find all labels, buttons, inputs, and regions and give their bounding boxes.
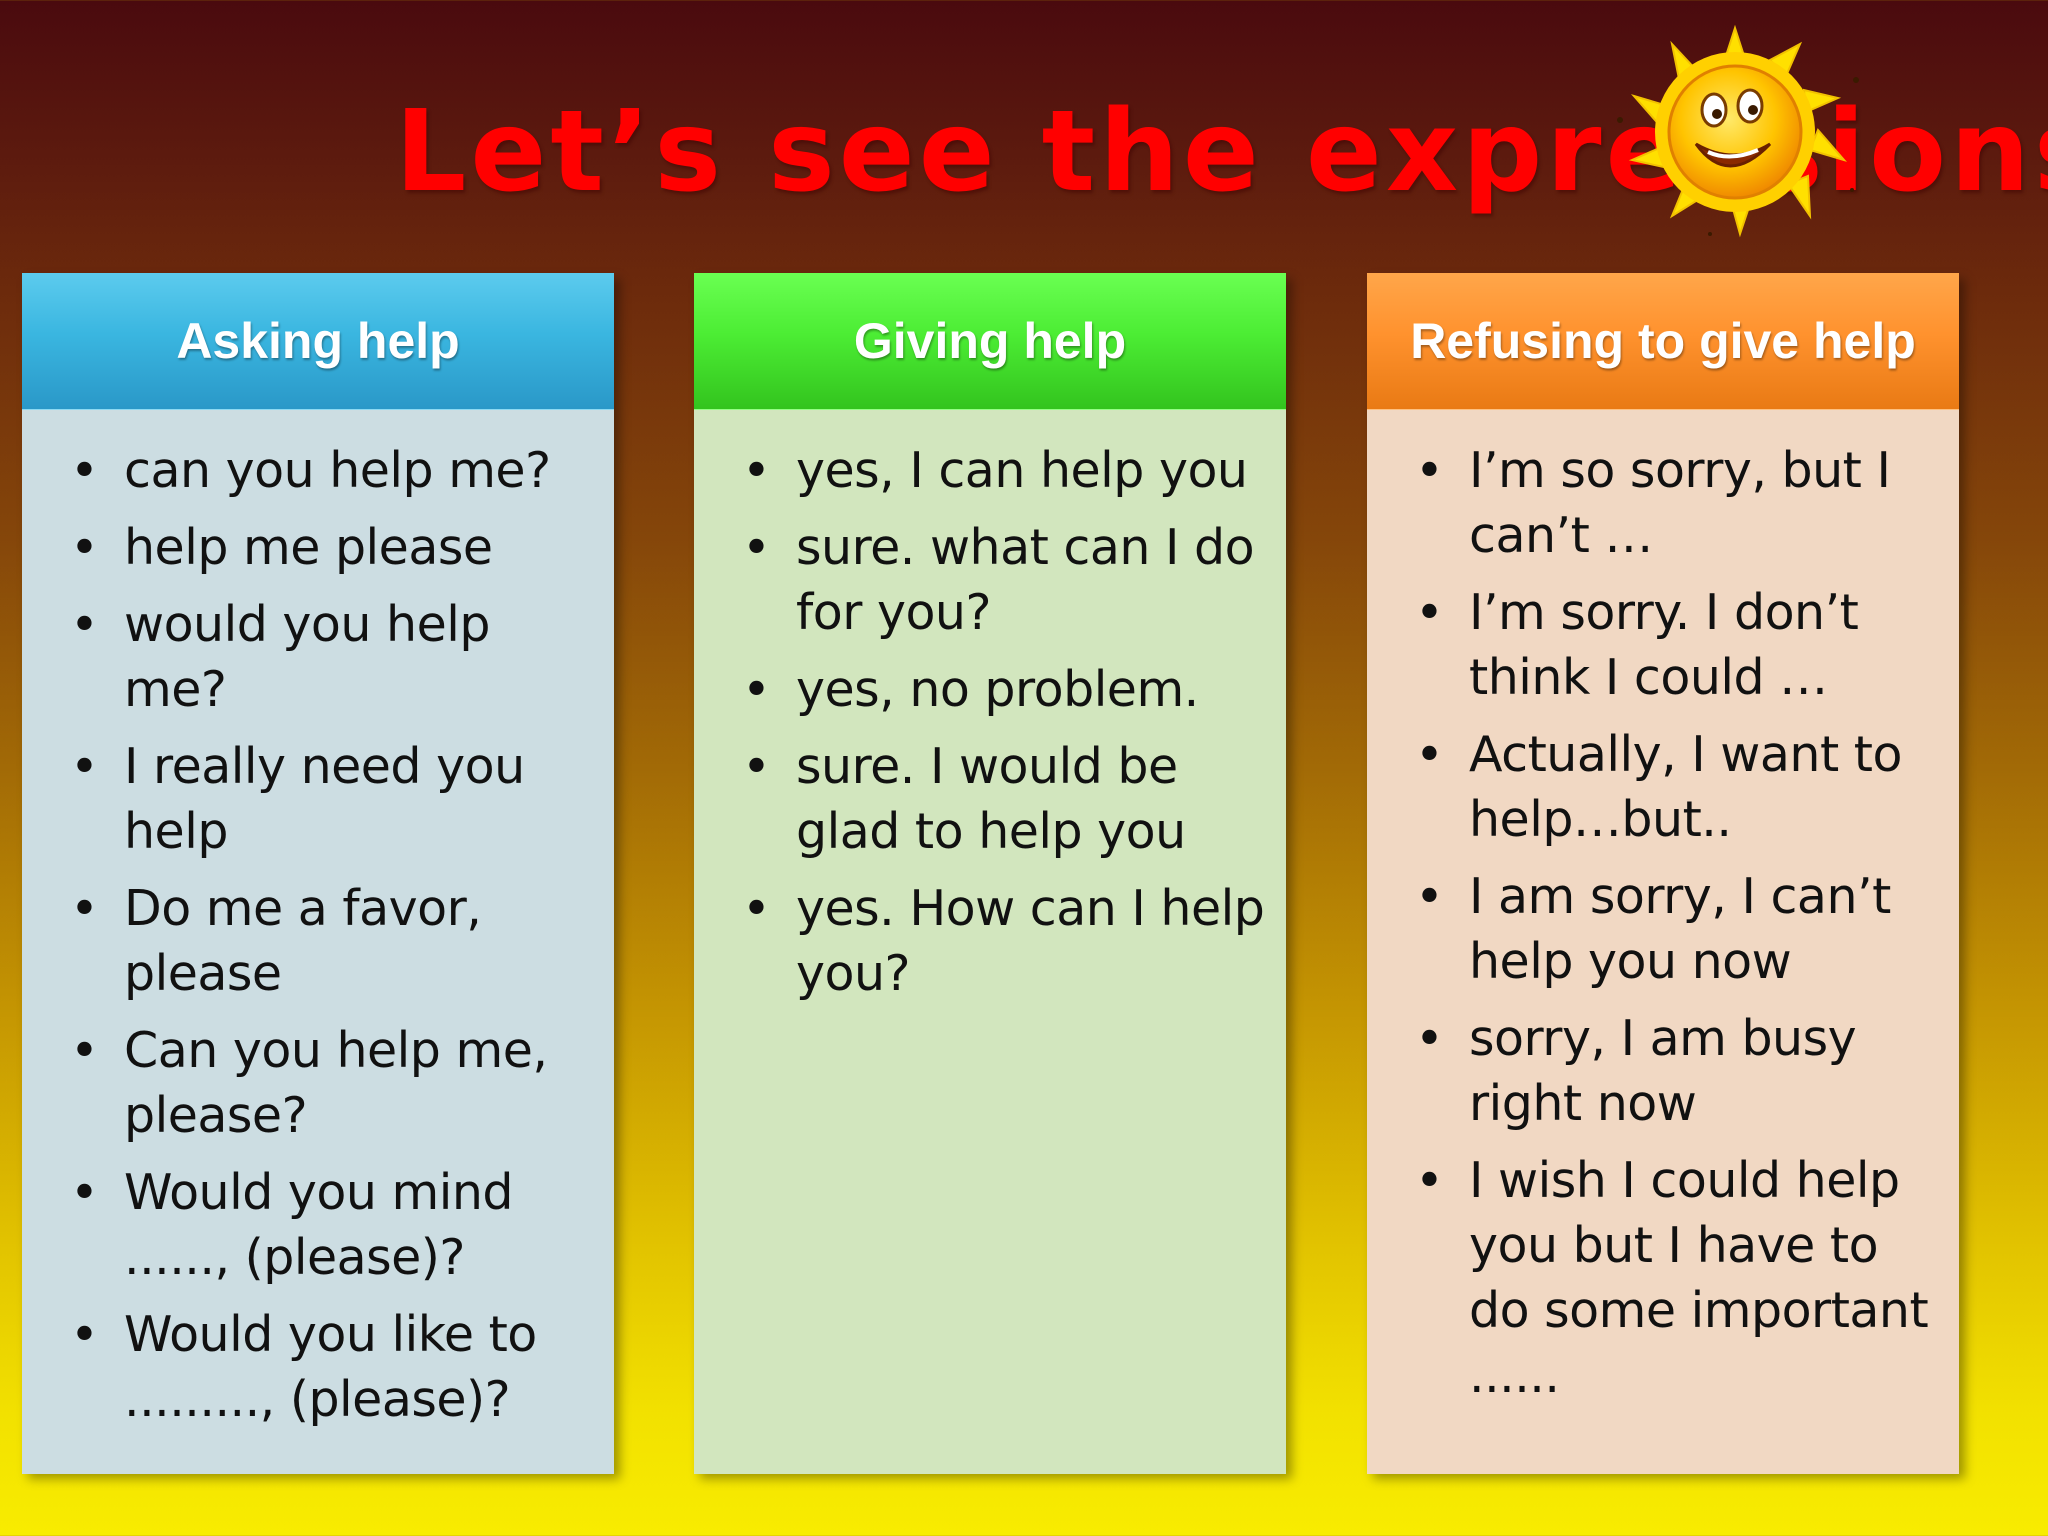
list-item: sorry, I am busy right now bbox=[1395, 1006, 1943, 1136]
giving-help-body: yes, I can help you sure. what can I do … bbox=[694, 410, 1286, 1474]
asking-help-body: can you help me? help me please would yo… bbox=[22, 410, 614, 1474]
list-item: can you help me? bbox=[50, 438, 598, 503]
list-item: help me please bbox=[50, 515, 598, 580]
list-item: Can you help me, please? bbox=[50, 1018, 598, 1148]
list-item: sure. I would be glad to help you bbox=[722, 734, 1270, 864]
list-item: Actually, I want to help…but.. bbox=[1395, 722, 1943, 852]
refusing-help-header: Refusing to give help bbox=[1367, 273, 1959, 410]
list-item: I’m sorry. I don’t think I could … bbox=[1395, 580, 1943, 710]
list-item: I really need you help bbox=[50, 734, 598, 864]
refusing-help-list: I’m so sorry, but I can’t … I’m sorry. I… bbox=[1395, 438, 1943, 1408]
refusing-help-column: Refusing to give help I’m so sorry, but … bbox=[1367, 273, 1959, 1474]
giving-help-list: yes, I can help you sure. what can I do … bbox=[722, 438, 1270, 1006]
list-item: yes. How can I help you? bbox=[722, 876, 1270, 1006]
list-item: I am sorry, I can’t help you now bbox=[1395, 864, 1943, 994]
smiling-sun-icon bbox=[1617, 24, 1859, 238]
giving-help-column: Giving help yes, I can help you sure. wh… bbox=[694, 273, 1286, 1474]
list-item: I wish I could help you but I have to do… bbox=[1395, 1148, 1943, 1408]
list-item: I’m so sorry, but I can’t … bbox=[1395, 438, 1943, 568]
asking-help-header: Asking help bbox=[22, 273, 614, 410]
refusing-help-body: I’m so sorry, but I can’t … I’m sorry. I… bbox=[1367, 410, 1959, 1474]
giving-help-header: Giving help bbox=[694, 273, 1286, 410]
asking-help-column: Asking help can you help me? help me ple… bbox=[22, 273, 614, 1474]
list-item: yes, I can help you bbox=[722, 438, 1270, 503]
list-item: Would you like to ........., (please)? bbox=[50, 1302, 598, 1432]
list-item: sure. what can I do for you? bbox=[722, 515, 1270, 645]
asking-help-list: can you help me? help me please would yo… bbox=[50, 438, 598, 1432]
list-item: would you help me? bbox=[50, 592, 598, 722]
list-item: Do me a favor, please bbox=[50, 876, 598, 1006]
list-item: Would you mind ......, (please)? bbox=[50, 1160, 598, 1290]
list-item: yes, no problem. bbox=[722, 657, 1270, 722]
